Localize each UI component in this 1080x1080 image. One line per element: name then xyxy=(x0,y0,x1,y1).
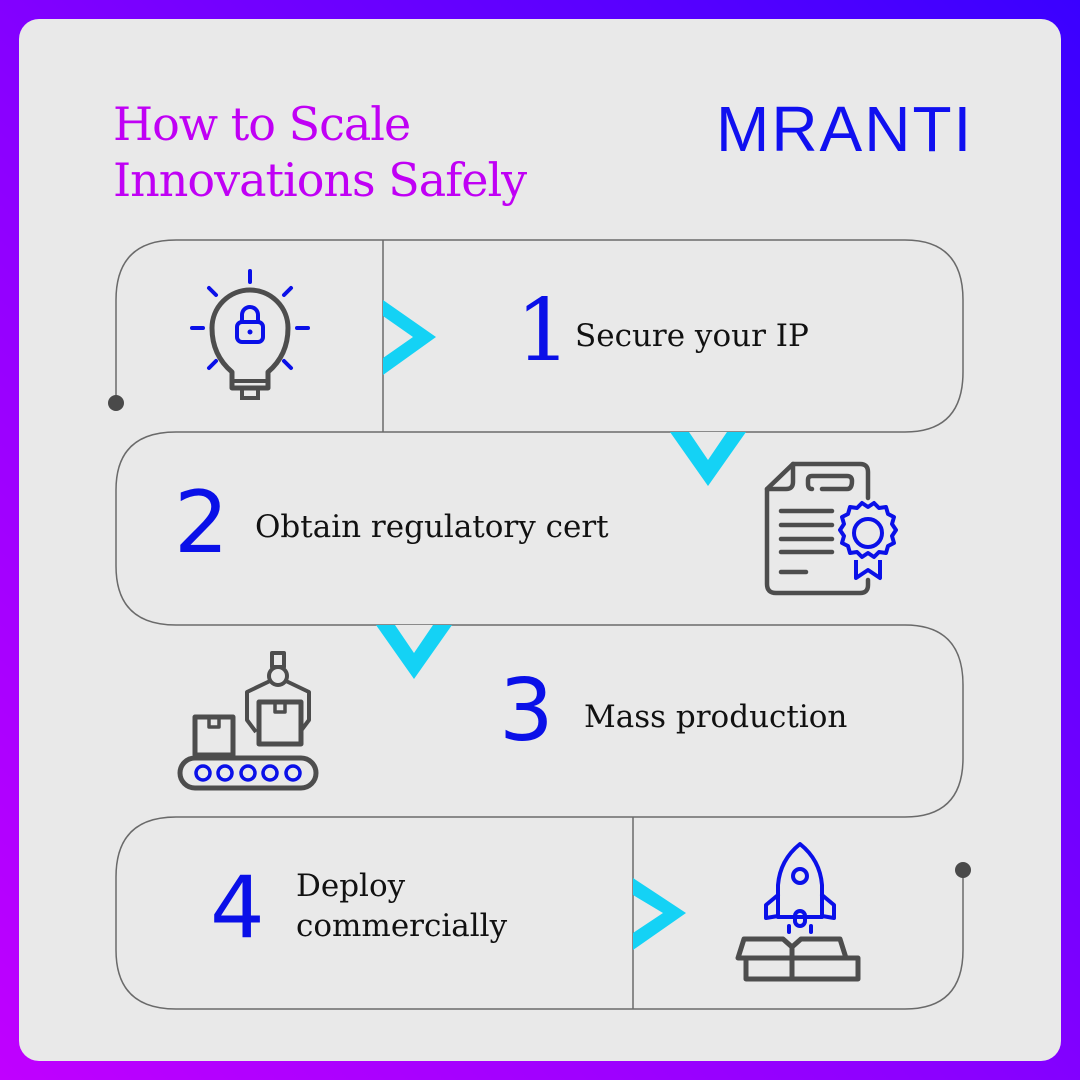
chevron-right-icon xyxy=(383,300,436,375)
step-4-label-line-2: commercially xyxy=(296,908,508,944)
award-ribbon-icon xyxy=(838,501,898,580)
serpentine-line xyxy=(115,239,964,1010)
certificate-icon xyxy=(764,461,871,596)
step-2-label: Obtain regulatory cert xyxy=(255,509,609,545)
step-4-number: 4 xyxy=(210,858,265,958)
step-4-label: Deploy commercially xyxy=(296,866,507,946)
step-3-number: 3 xyxy=(499,661,554,761)
step-1-label: Secure your IP xyxy=(575,318,809,354)
step-4-label-line-1: Deploy xyxy=(296,868,406,904)
start-dot xyxy=(108,395,124,411)
page-title: How to Scale Innovations Safely xyxy=(113,96,527,208)
rocket-box-icon xyxy=(735,842,861,982)
title-line-1: How to Scale xyxy=(113,97,411,151)
end-dot xyxy=(955,862,971,878)
step-3-label: Mass production xyxy=(584,699,848,735)
conveyor-rollers xyxy=(194,764,302,782)
step-2-number: 2 xyxy=(174,473,229,573)
mranti-logo: MRANTI xyxy=(716,93,974,165)
chevron-right-icon xyxy=(633,878,686,950)
infographic-card xyxy=(19,19,1061,1061)
title-line-2: Innovations Safely xyxy=(113,153,527,207)
conveyor-factory-icon xyxy=(177,651,319,791)
step-1-number: 1 xyxy=(516,281,571,381)
lightbulb-lock-icon xyxy=(190,269,310,400)
